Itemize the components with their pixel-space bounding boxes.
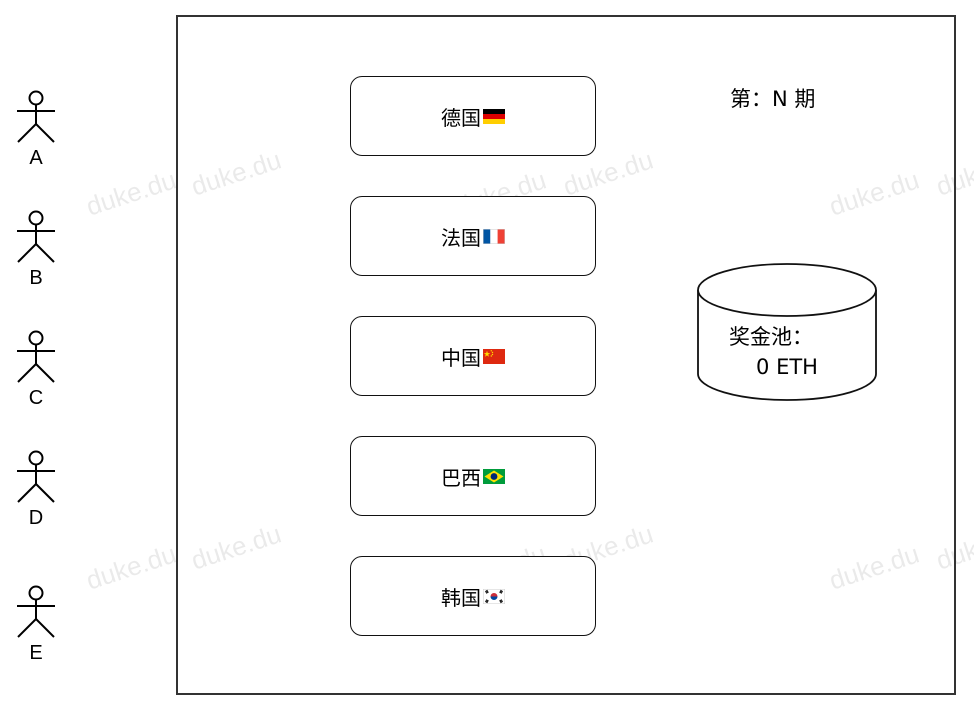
prize-pool-value: 0 ETH <box>756 355 818 379</box>
prize-pool-label: 奖金池： <box>729 325 813 349</box>
actor-label: C <box>28 387 44 409</box>
game-frame <box>176 15 956 695</box>
actor-label: E <box>29 642 43 664</box>
actor-label: A <box>29 147 43 169</box>
actor-b: B <box>1 210 71 290</box>
watermark: duke.du <box>82 538 180 596</box>
country-name: 韩国 <box>441 585 481 610</box>
country-name: 法国 <box>441 225 481 250</box>
france-flag-icon <box>483 228 505 244</box>
watermark: duke.du <box>82 164 180 222</box>
actor-e: E <box>1 585 71 665</box>
korea-flag-icon <box>483 588 505 604</box>
prize-pool-text: 奖金池： 0 ETH <box>696 322 878 382</box>
china-flag-icon <box>483 348 505 364</box>
country-name: 德国 <box>441 105 481 130</box>
actor-c: C <box>1 330 71 410</box>
germany-flag-icon <box>483 108 505 124</box>
actor-d: D <box>1 450 71 530</box>
actor-a: A <box>1 90 71 170</box>
stick-figure-icon <box>17 210 55 263</box>
country-box-korea[interactable]: 韩国 <box>350 556 596 636</box>
actor-label: D <box>28 507 44 529</box>
country-box-brazil[interactable]: 巴西 <box>350 436 596 516</box>
country-name: 巴西 <box>441 465 481 490</box>
actor-label: B <box>29 267 43 289</box>
prize-pool-cylinder <box>697 263 877 401</box>
country-name: 中国 <box>441 345 481 370</box>
period-label: 第：N 期 <box>730 87 816 111</box>
stick-figure-icon <box>17 450 55 503</box>
country-box-france[interactable]: 法国 <box>350 196 596 276</box>
stick-figure-icon <box>17 585 55 638</box>
country-box-germany[interactable]: 德国 <box>350 76 596 156</box>
stick-figure-icon <box>17 330 55 383</box>
country-box-china[interactable]: 中国 <box>350 316 596 396</box>
brazil-flag-icon <box>483 468 505 484</box>
stick-figure-icon <box>17 90 55 143</box>
